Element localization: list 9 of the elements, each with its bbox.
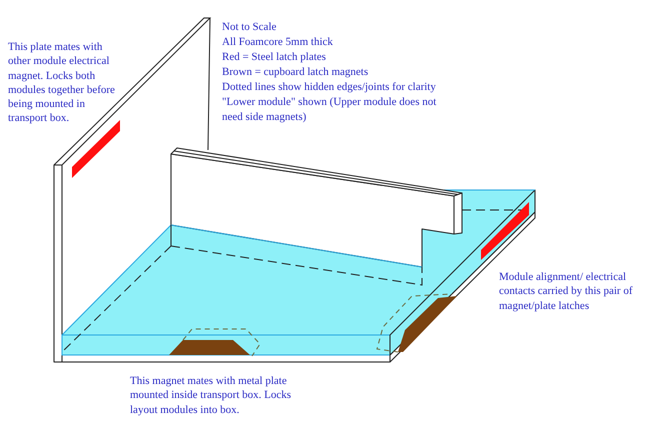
annotation-text: Module alignment/ electrical contacts carried by this pair of magnet/plate latches: [499, 270, 634, 313]
note-text: Brown = cupboard latch magnets: [222, 65, 368, 80]
note-text: Not to Scale: [222, 20, 276, 35]
annotation-text: This magnet mates with metal plate mounted inside transport box. Locks layout modules into box.: [130, 374, 292, 417]
note-text: Red = Steel latch plates: [222, 50, 326, 65]
note-text: "Lower module" shown (Upper module does not need side magnets): [222, 95, 438, 125]
note-text: All Foamcore 5mm thick: [222, 35, 333, 50]
note-text: Dotted lines show hidden edges/joints for clarity: [222, 80, 436, 95]
annotation-text: This plate mates with other module electrical magnet. Locks both modules together before being mounted in transport box.: [8, 40, 116, 126]
